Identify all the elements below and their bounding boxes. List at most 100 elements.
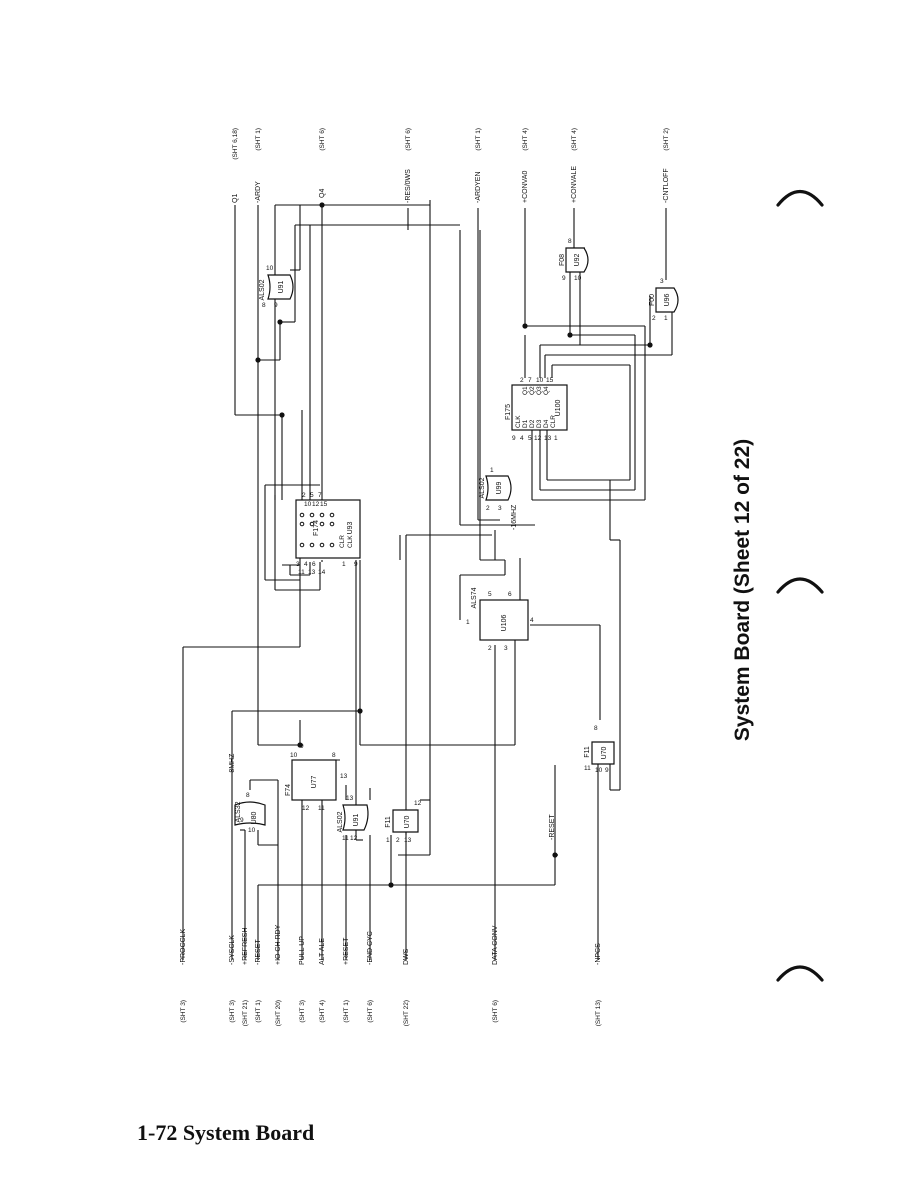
right-signal-ref: (SHT 1): [475, 128, 482, 151]
chip-ref: U92: [574, 253, 581, 266]
pin-label: 10: [574, 275, 582, 282]
pin-label: 2: [302, 492, 306, 499]
pin-label: 1: [554, 435, 558, 442]
pin-label: 3: [660, 278, 664, 285]
left-signal-ref: (SHT 1): [343, 1000, 350, 1023]
pin-name: CLR: [550, 415, 557, 428]
pin-label: 9: [354, 561, 358, 568]
pin-label: 6: [508, 591, 512, 598]
chip-type: F74: [285, 784, 292, 796]
right-signal-name: -CNTLOFF: [663, 168, 670, 203]
pin-label: 7: [528, 377, 532, 384]
pin-label: 8: [594, 725, 598, 732]
chip-type: ALS02: [259, 279, 266, 300]
pin-label: 10: [536, 377, 544, 384]
chip-type: ALS02: [337, 811, 344, 832]
chip-ref: U80: [251, 811, 258, 824]
chip-type: F11: [584, 746, 591, 758]
pin-label: 2: [396, 837, 400, 844]
pin-label: 1: [342, 561, 346, 568]
pin-label: 11: [584, 765, 591, 772]
pin-label: 5: [488, 591, 492, 598]
pin-label: 9: [300, 743, 304, 750]
pin-label: 15: [320, 501, 328, 508]
pin-name: CLK: [515, 415, 522, 428]
right-signal-name: +CONVALE: [571, 166, 578, 203]
chip-ref: U93: [347, 521, 354, 534]
right-signal-name: Q4: [319, 189, 326, 198]
chip-u93: U93 F174 CLR CLK 1 9 2 5 7 10 12 15 3 4 …: [295, 492, 361, 576]
pin-label: 9: [240, 817, 244, 824]
pin-label: 3: [504, 645, 508, 652]
left-signal-ref: (SHT 3): [180, 1000, 187, 1023]
pin-name: Q4: [543, 386, 550, 395]
chip-type: ALS32: [235, 801, 242, 822]
chip-ref: U99: [496, 481, 503, 494]
binder-hole-mark-middle: [776, 577, 824, 594]
pin-label: 10: [304, 501, 312, 508]
u93-q-pins: [299, 512, 335, 548]
pin-name: D1: [522, 419, 529, 428]
chip-type: ALS02: [479, 477, 486, 498]
pin-label: 13: [308, 569, 316, 576]
right-signal-ref: (SHT 2): [663, 128, 670, 151]
gate-u91b: U91 ALS02 8 9 10: [259, 265, 294, 309]
pin-label: 4: [530, 617, 534, 624]
left-signal-ref: (SHT 6): [367, 1000, 374, 1023]
pin-label: 13: [340, 773, 348, 780]
gate-u80: 9 10 8 U80 ALS32: [234, 792, 266, 834]
pin-label: 1: [386, 837, 390, 844]
chip-ref: U100: [555, 400, 562, 417]
right-signal-ref: (SHT 4): [522, 128, 529, 151]
pin-label: 10: [266, 265, 274, 272]
pin-label: 3: [498, 505, 502, 512]
pin-label: 7: [318, 492, 322, 499]
pin-name: Q3: [536, 386, 543, 395]
pin-label: 2: [488, 645, 492, 652]
pin-label: 6: [312, 561, 316, 568]
right-signal-name: Q1: [232, 194, 239, 203]
pin-label: 12: [312, 501, 320, 508]
right-signal-ref: (SHT 6): [405, 128, 412, 151]
right-signal-ref: (SHT 1): [255, 128, 262, 151]
pin-label: 1: [664, 315, 668, 322]
chip-u100: U100 F175 CLK D1 D2 D3 D4 CLR Q1 Q2 Q3 Q…: [505, 377, 568, 442]
net-label-8mhz: -8MHZ: [229, 753, 236, 775]
right-signal-ref: (SHT 6): [319, 128, 326, 151]
wire-net: [182, 200, 673, 960]
left-signal-ref: (SHT 3): [229, 1000, 236, 1023]
chip-u77: U77 F74 12 11 10 13 9 8: [285, 743, 348, 812]
pin-label: 5: [528, 435, 532, 442]
gate-u70b: U70 F11 11 10 9 8: [584, 725, 615, 774]
right-signal-ref: (SHT 6,18): [232, 128, 239, 160]
left-signal-ref: (SHT 4): [319, 1000, 326, 1023]
chip-type: F174: [313, 520, 320, 536]
pin-label: 11: [298, 569, 305, 576]
chip-ref: U77: [311, 775, 318, 788]
pin-label: 8: [568, 238, 572, 245]
pin-label: 10: [595, 767, 603, 774]
right-signal-name: -ARDYEN: [475, 171, 482, 203]
pin-label: 9: [274, 302, 278, 309]
pin-label: 5: [310, 492, 314, 499]
pin-label: 13: [544, 435, 552, 442]
pin-label: 2: [520, 377, 524, 384]
gate-u70a: U70 F11 1 2 13 12: [385, 800, 422, 844]
pin-label: 11: [318, 805, 325, 812]
pin-label: 1: [466, 619, 470, 626]
pin-label: 4: [520, 435, 524, 442]
pin-label: 10: [248, 827, 256, 834]
pin-label: 12: [414, 800, 422, 807]
gate-u91a: U91 ALS02 11 12 13: [337, 795, 369, 842]
pin-label: 12: [350, 835, 358, 842]
page-footer: 1-72 System Board: [137, 1120, 315, 1145]
gate-u99: U99 ALS02 2 3 1: [479, 467, 512, 512]
chip-ref: U106: [501, 615, 508, 632]
right-signal-name: -ARDY: [255, 181, 262, 203]
pin-label: 12: [302, 805, 310, 812]
left-signal-group: (SHT 3) -PROCCLK (SHT 3) -SYSCLK (SHT 21…: [180, 924, 602, 1026]
gate-u96: U96 F00 2 1 3: [649, 278, 679, 322]
pin-label: 9: [512, 435, 516, 442]
sheet-title-text: System Board (Sheet 12 of 22): [731, 438, 754, 742]
chip-ref: U91: [353, 813, 360, 826]
